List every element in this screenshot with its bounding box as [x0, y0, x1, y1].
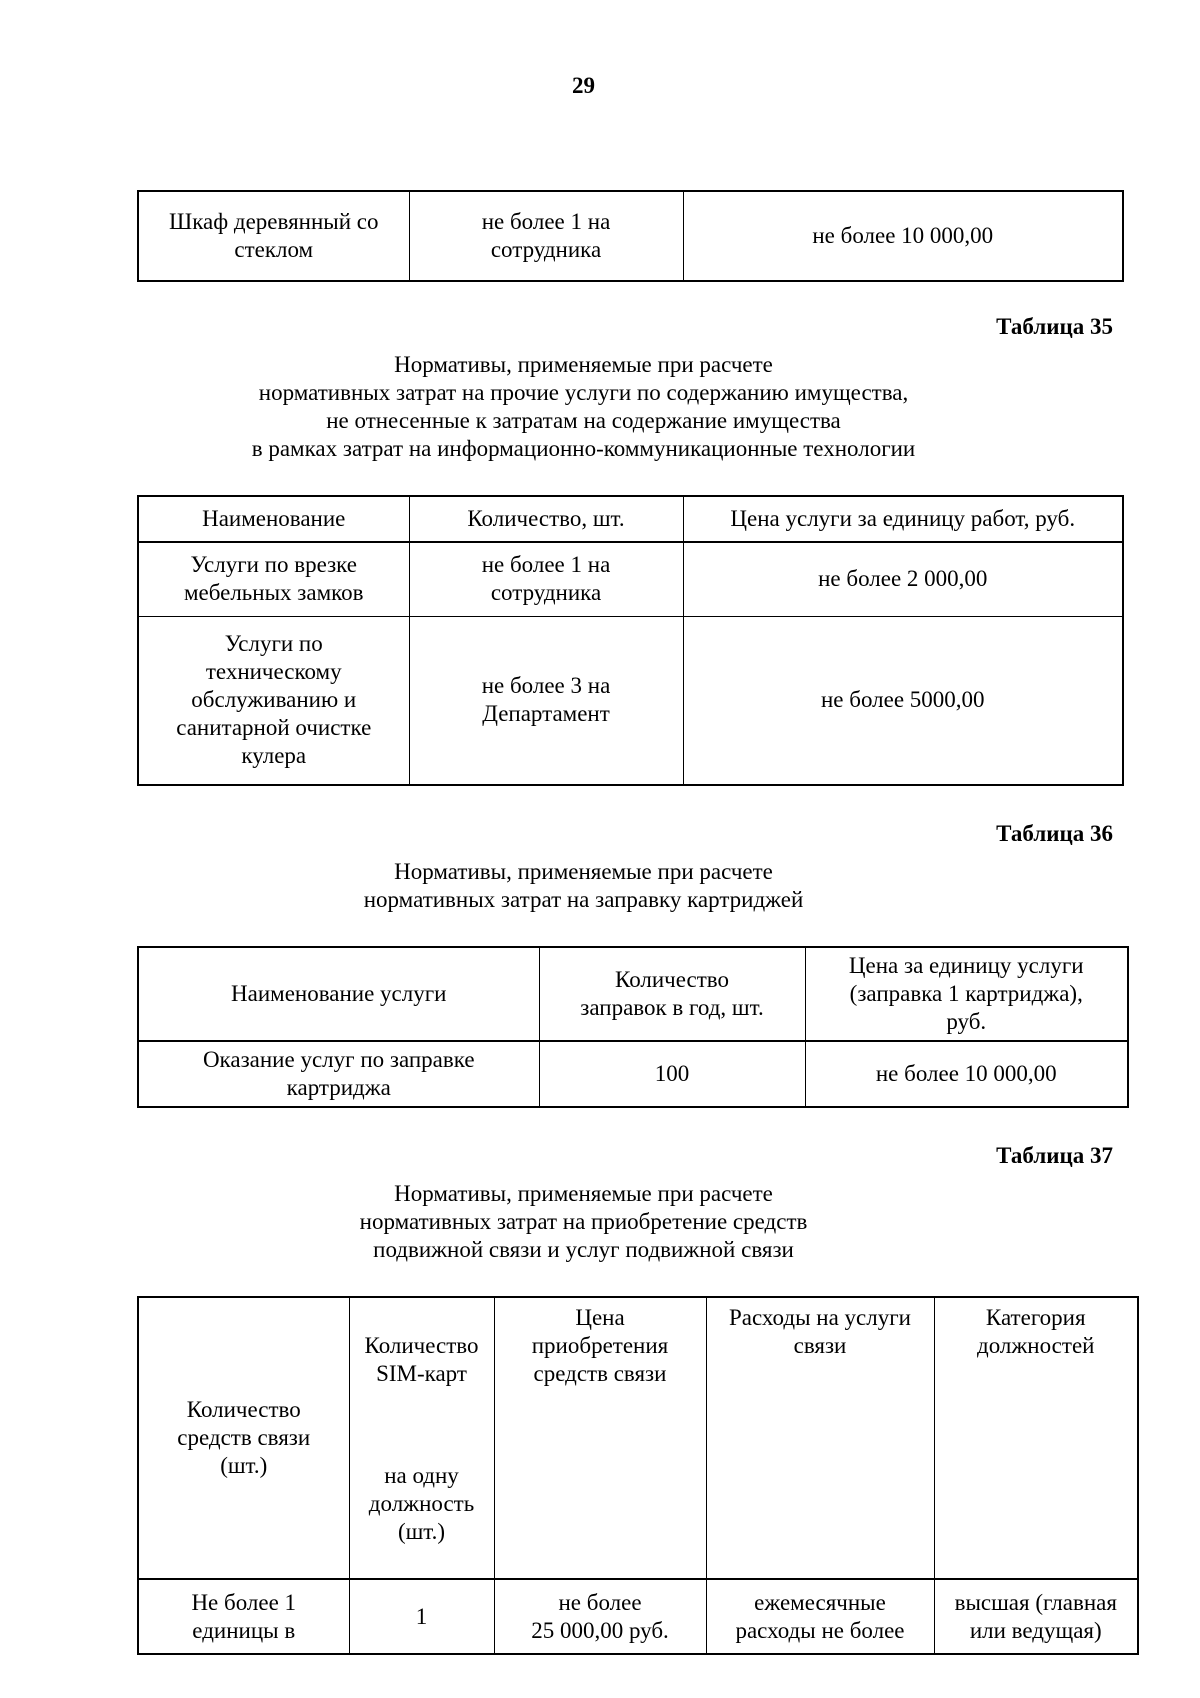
header-cell: Количество средств связи (шт.) — [137, 1296, 350, 1580]
table-header-row: Количество средств связи (шт.) Количеств… — [137, 1296, 1139, 1580]
header-cell-bottom: на одну должность (шт.) — [368, 1463, 475, 1544]
table-header-row: Наименование Количество, шт. Цена услуги… — [137, 495, 1124, 543]
table-row: Услуги по врезке мебельных замков не бол… — [137, 541, 1124, 617]
page-content: 29 Шкаф деревянный со стеклом не более 1… — [137, 72, 1142, 1655]
carryover-table: Шкаф деревянный со стеклом не более 1 на… — [137, 190, 1124, 282]
table-37: Количество средств связи (шт.) Количеств… — [137, 1296, 1139, 1655]
section-title-line: не отнесенные к затратам на содержание и… — [326, 408, 841, 433]
table-cell: не более 5000,00 — [682, 615, 1124, 786]
table-cell: не более 25 000,00 руб. — [493, 1578, 707, 1655]
table-cell: Не более 1 единицы в — [137, 1578, 350, 1655]
section-title-line: в рамках затрат на информационно-коммуни… — [251, 436, 916, 461]
table-cell: не более 1 на сотрудника — [408, 541, 684, 617]
table-35: Наименование Количество, шт. Цена услуги… — [137, 495, 1124, 786]
table-cell: не более 3 на Департамент — [408, 615, 684, 786]
table-cell: не более 10 000,00 — [804, 1040, 1129, 1108]
section-title-line: нормативных затрат на прочие услуги по с… — [258, 380, 909, 405]
header-cell-top: Количество SIM-карт — [364, 1333, 479, 1386]
section-label-table-35: Таблица 35 — [996, 314, 1113, 339]
table-cell: 1 — [348, 1578, 495, 1655]
table-row: Оказание услуг по заправке картриджа 100… — [137, 1040, 1129, 1108]
header-cell: Категория должностей — [933, 1296, 1139, 1580]
header-cell-split: Количество SIM-карт на одну должность (ш… — [350, 1326, 494, 1550]
table-cell: Услуги по врезке мебельных замков — [137, 541, 410, 617]
header-cell: Количество заправок в год, шт. — [538, 946, 806, 1042]
section-title-table-36: Нормативы, применяемые при расчете норма… — [137, 858, 1030, 914]
section-title-table-37: Нормативы, применяемые при расчете норма… — [137, 1180, 1030, 1264]
header-cell-sim-cards: Количество SIM-карт на одну должность (ш… — [348, 1296, 495, 1580]
section-title-line: Нормативы, применяемые при расчете — [394, 352, 773, 377]
section-title-line: Нормативы, применяемые при расчете — [394, 1181, 773, 1206]
table-cell: 100 — [538, 1040, 806, 1108]
table-header-row: Наименование услуги Количество заправок … — [137, 946, 1129, 1042]
table-36: Наименование услуги Количество заправок … — [137, 946, 1129, 1108]
section-title-line: подвижной связи и услуг подвижной связи — [373, 1237, 794, 1262]
table-row: Шкаф деревянный со стеклом не более 1 на… — [137, 190, 1124, 282]
section-title-table-35: Нормативы, применяемые при расчете норма… — [137, 351, 1030, 463]
header-cell: Наименование — [137, 495, 410, 543]
header-cell: Наименование услуги — [137, 946, 540, 1042]
header-cell: Цена за единицу услуги (заправка 1 картр… — [804, 946, 1129, 1042]
section-title-line: нормативных затрат на приобретение средс… — [359, 1209, 808, 1234]
carryover-cell-quantity: не более 1 на сотрудника — [408, 190, 684, 282]
table-row: Услуги по техническому обслуживанию и са… — [137, 615, 1124, 786]
section-label-table-36: Таблица 36 — [996, 821, 1113, 846]
header-cell: Расходы на услуги связи — [705, 1296, 935, 1580]
header-cell: Количество, шт. — [408, 495, 684, 543]
carryover-cell-name: Шкаф деревянный со стеклом — [137, 190, 410, 282]
table-row: Не более 1 единицы в 1 не более 25 000,0… — [137, 1578, 1139, 1655]
section-label-table-37: Таблица 37 — [996, 1143, 1113, 1168]
page-number: 29 — [572, 73, 595, 98]
table-cell: высшая (главная или ведущая) — [933, 1578, 1139, 1655]
carryover-cell-price: не более 10 000,00 — [682, 190, 1124, 282]
section-title-line: Нормативы, применяемые при расчете — [394, 859, 773, 884]
section-title-line: нормативных затрат на заправку картридже… — [363, 887, 804, 912]
table-cell: ежемесячные расходы не более — [705, 1578, 935, 1655]
header-cell: Цена услуги за единицу работ, руб. — [682, 495, 1124, 543]
table-cell: не более 2 000,00 — [682, 541, 1124, 617]
header-cell: Цена приобретения средств связи — [493, 1296, 707, 1580]
table-cell: Оказание услуг по заправке картриджа — [137, 1040, 540, 1108]
table-cell: Услуги по техническому обслуживанию и са… — [137, 615, 410, 786]
